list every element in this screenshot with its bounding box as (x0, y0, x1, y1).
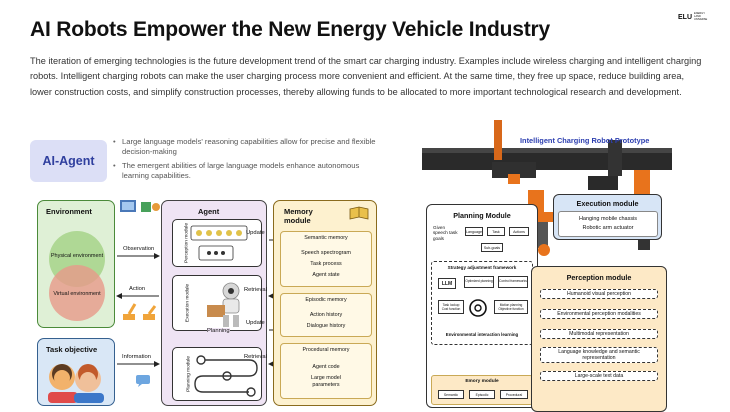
execution-item: Robotic arm actuator (582, 225, 634, 231)
planning-module-label: Planning module (186, 356, 192, 392)
chat-icon (136, 375, 150, 387)
workflow-icon (194, 355, 258, 397)
ai-agent-badge: AI-Agent (30, 140, 107, 182)
procedural-memory-section: Procedural memory Agent code Large model… (280, 343, 372, 399)
planning-module-title: Planning Module (453, 211, 511, 220)
update-label: Update (246, 320, 265, 326)
perception-item: Humanoid visual perception (540, 289, 658, 300)
environment-panel: Environment Physical environment Virtual… (37, 200, 115, 328)
task-objective-title: Task objective (46, 345, 98, 354)
chip: Episodic (469, 390, 495, 399)
perception-item: Language knowledge and semantic represen… (540, 347, 658, 364)
bullet-item: The emergent abilities of large language… (113, 161, 388, 182)
agent-panel: Agent Perception module Execution module (161, 200, 267, 406)
memory-panel: Memory module Semantic memory Speech spe… (273, 200, 377, 406)
subgoals-chip: Sub-goals (481, 243, 503, 252)
perception-module-title: Perception module (566, 273, 632, 282)
execution-module-label: Execution module (185, 283, 191, 323)
chip: Procedural (500, 390, 528, 399)
action-label: Action (129, 286, 146, 292)
semantic-memory-head: Semantic memory (304, 235, 348, 241)
retrieval-label: Retrieval (244, 354, 267, 360)
given-goals-label: Given speech task goals (433, 225, 458, 241)
book-icon (349, 206, 369, 220)
procedural-memory-head: Procedural memory (302, 347, 350, 353)
perception-module-box: Perception module (172, 219, 262, 267)
openai-icon (469, 299, 487, 317)
robot-execution-module: Execution module Hanging mobile chassis … (553, 194, 662, 240)
page-title: AI Robots Empower the New Energy Vehicle… (30, 18, 550, 41)
semantic-memory-section: Semantic memory Speech spectrogram Task … (280, 231, 372, 287)
task-objective-panel: Task objective (37, 338, 115, 406)
llm-chip: LLM (438, 278, 456, 289)
logo-mark: ELU (678, 13, 692, 21)
charging-robot-illustration (422, 120, 672, 256)
emory-title: Emory module (465, 379, 499, 384)
logo-text: ENERGY LAND UNIVERSE (694, 12, 708, 21)
update-label: Update (246, 230, 265, 236)
robot-icon (207, 282, 240, 327)
memory-title: Memory module (284, 207, 313, 225)
perception-item: Multimodal representation (540, 329, 658, 340)
physical-environment-label: Physical environment (50, 253, 104, 259)
intro-paragraph: The iteration of emerging technologies i… (30, 56, 702, 97)
logo: ELU ENERGY LAND UNIVERSE (678, 12, 710, 21)
bullet-item: Large language models' reasoning capabil… (113, 137, 388, 158)
memory-item: Action history (309, 312, 343, 318)
virtual-environment-label: Virtual environment (53, 291, 101, 297)
chip: Task lookup Cost function (438, 300, 464, 314)
chip: Motion planning Objective function (494, 300, 528, 314)
devices-icon (120, 200, 160, 212)
prototype-label: Intelligent Charging Robot Prototype (520, 136, 650, 145)
chip: Language (465, 227, 483, 236)
information-label: Information (122, 354, 151, 360)
agent-framework-diagram: Environment Physical environment Virtual… (37, 196, 379, 408)
memory-item: Speech spectrogram (301, 250, 351, 256)
chip: Semantic (438, 390, 464, 399)
memory-item: Task process (310, 261, 342, 267)
neural-network-icon (190, 225, 248, 261)
ai-agent-bullets: Large language models' reasoning capabil… (113, 137, 388, 185)
memory-item: Agent state (312, 272, 340, 278)
planning-module-box: Planning module (172, 347, 262, 401)
env-learning-label: Environmental interaction learning (445, 332, 519, 337)
strategy-box: Strategy adjustment framework LLM Optimi… (431, 261, 533, 345)
chip: Optimized planning (464, 276, 494, 288)
memory-item: Dialogue history (306, 323, 346, 329)
retrieval-label: Retrieval (244, 287, 267, 293)
execution-items-box: Hanging mobile chassis Robotic arm actua… (558, 211, 658, 237)
chip: Task (487, 227, 505, 236)
robot-arm-icon (123, 303, 157, 320)
robot-prototype-zone: Intelligent Charging Robot Prototype Pla… (412, 118, 730, 412)
execution-module-title: Execution module (576, 199, 639, 208)
robot-planning-module: Planning Module Given speech task goals … (426, 204, 538, 408)
memory-item: Agent code (312, 364, 340, 370)
memory-item: Large model parameters (311, 375, 341, 388)
chip: Control frameworks (498, 276, 528, 288)
environment-venn (49, 231, 105, 321)
environment-title: Environment (46, 207, 92, 216)
people-icon (48, 364, 104, 403)
robot-perception-module: Perception module Humanoid visual percep… (531, 266, 667, 412)
episodic-memory-section: Episodic memory Action history Dialogue … (280, 293, 372, 337)
perception-item: Environmental perception modalities (540, 309, 658, 320)
chip: Actions (509, 227, 529, 236)
episodic-memory-head: Episodic memory (305, 297, 347, 303)
emory-box: Emory module Semantic Episodic Procedura… (431, 375, 533, 405)
agent-title: Agent (198, 207, 220, 216)
observation-label: Observation (123, 246, 155, 252)
strategy-title: Strategy adjustment framework (447, 265, 517, 270)
planning-label: Planning (207, 328, 230, 334)
perception-item: Large-scale text data (540, 371, 658, 382)
execution-item: Hanging mobile chassis (578, 216, 638, 222)
